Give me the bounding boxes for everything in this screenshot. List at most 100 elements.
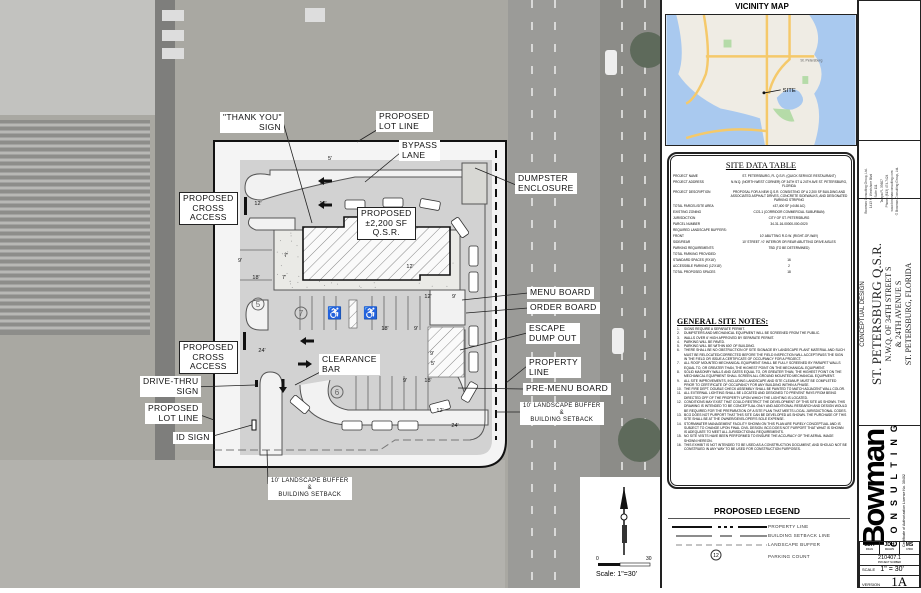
order-board-label: ORDER BOARD [527,302,600,314]
site-data-value: CCS-1 (CORRIDOR COMMERCIAL SUBURBAN) [753,210,825,214]
aerial-car [612,328,624,354]
project-location-line: ST. PETERSBURG, FLORIDA [904,262,913,366]
note-number: 5. [677,344,680,349]
vicinity-roads [685,15,815,145]
parking-count-symbols [251,297,344,399]
dimension-label: 12' [436,408,443,414]
curb-marker [244,197,247,215]
site-data-value: 18 [787,270,791,274]
general-note: 2.DUMPSTERS AND MECHANICAL EQUIPMENT WIL… [677,331,847,335]
legend-item-property-line: PROPERTY LINE [768,524,809,529]
project-location-line: N.W.Q. OF 34TH STREET S [884,266,893,362]
speckle [281,253,283,255]
note-text: CONDITIONS MAY EXIST THAT COULD RESTRICT… [684,400,847,413]
sheet-info-panel: VICINITY MAP SITE St. Petersburg SITE DA… [660,0,858,588]
note-text: STORMWATER MANAGEMENT FACILITY SHOWN ON … [684,421,844,435]
speckle [298,275,300,277]
speckle [290,240,292,242]
general-note: 6.THERE SHALL BE NO OBSTRUCTION OF SITE … [677,348,847,361]
site-data-label: PROJECT ADDRESS [673,180,704,184]
curb-marker [243,332,246,350]
project-title-block: CONCEPTUAL DESIGN ST. PETERSBURG Q.S.R. … [860,201,920,427]
speckle [374,286,376,288]
car-icon [468,351,479,373]
dimension-label: 5' [431,361,435,367]
site-data-row: ACCESSIBLE PARKING (12'X18')2 [673,263,849,269]
speckle [446,285,448,287]
dimension-label: 24' [258,348,265,354]
scale-bar-end: 30 [646,556,652,562]
note-number: 15. [677,434,682,439]
site-data-value: 2 [788,264,790,268]
city-label: St. Petersburg [800,58,822,62]
car-icon [341,420,363,431]
landscape-buffer-label-right: 10' LANDSCAPE BUFFER&BUILDING SETBACK [520,402,604,425]
speckle [331,282,333,284]
general-note: 4.PARKING WILL BE PAVED. [677,340,847,344]
vicinity-water [666,15,765,145]
svg-text:♿: ♿ [363,306,378,320]
aerial-car [605,50,617,75]
accessible-aisle [348,299,358,329]
speckle [280,265,282,267]
dimension-label: 12' [319,201,326,207]
note-text: NO SITE VISITS HAVE BEEN PERFORMED TO EN… [684,434,834,443]
general-note: 14.STORMWATER MANAGEMENT FACILITY SHOWN … [677,422,847,435]
escape-dump-out-area [427,326,465,378]
site-data-value: ±37,400 SF (±0.86 AC) [772,204,806,208]
note-number: 14. [677,421,682,426]
note-number: 4. [677,339,680,344]
speckle [431,285,433,287]
speckle [290,235,292,237]
note-text: BCG DOES NOT PURPORT THAT THIS SITE CAN … [684,412,847,422]
note-number: 16. [677,443,682,448]
landscape-buffer-label-bottom: 10' LANDSCAPE BUFFER&BUILDING SETBACK [268,477,352,500]
car-icon [344,199,366,210]
tree-canopy [630,32,660,68]
traffic-arrow-icons [279,177,332,393]
svg-text:♿: ♿ [327,306,342,320]
general-notes-title: GENERAL SITE NOTES: [677,317,769,326]
site-data-value: ST. PETERSBURG, FL Q.S.R. (QUICK SERVICE… [742,174,836,178]
scale-bar-start: 0 [596,556,599,562]
general-note: 11.ALL EXTERNAL LIGHTING SHALL BE LOCATE… [677,391,847,400]
general-note: 8.SOLID MASONRY WALLS AND GATES EQUAL TO… [677,370,847,379]
note-text: ALL ROOF MOUNTED MECHANICAL EQUIPMENT SH… [684,361,841,370]
note-number: 2. [677,331,680,336]
certificate-text: Certificate of Authorization License No.… [902,474,906,547]
speckle [276,251,278,253]
speckle [297,256,299,258]
aerial-lot-south [0,460,505,588]
speckle [296,245,298,247]
id-sign-marker [251,419,257,431]
note-number: 8. [677,369,680,374]
dimension-label: 12' [406,264,413,270]
dimension-label: 18' [424,378,431,384]
site-data-label: TOTAL PARCEL/SITE AREA [673,204,714,208]
car-icon [460,381,479,403]
curb-line [469,195,486,441]
site-data-label: PARCEL NUMBER [673,222,701,226]
neighbor-building-roof [0,0,155,115]
site-data-row: TOTAL PARKING PROVIDED: [673,251,849,257]
project-location-line: & 24TH AVENUE S [894,280,903,348]
speckle [291,286,293,288]
car-icon [468,271,479,293]
dimension-label: 18' [381,326,388,332]
speckle [452,262,454,264]
